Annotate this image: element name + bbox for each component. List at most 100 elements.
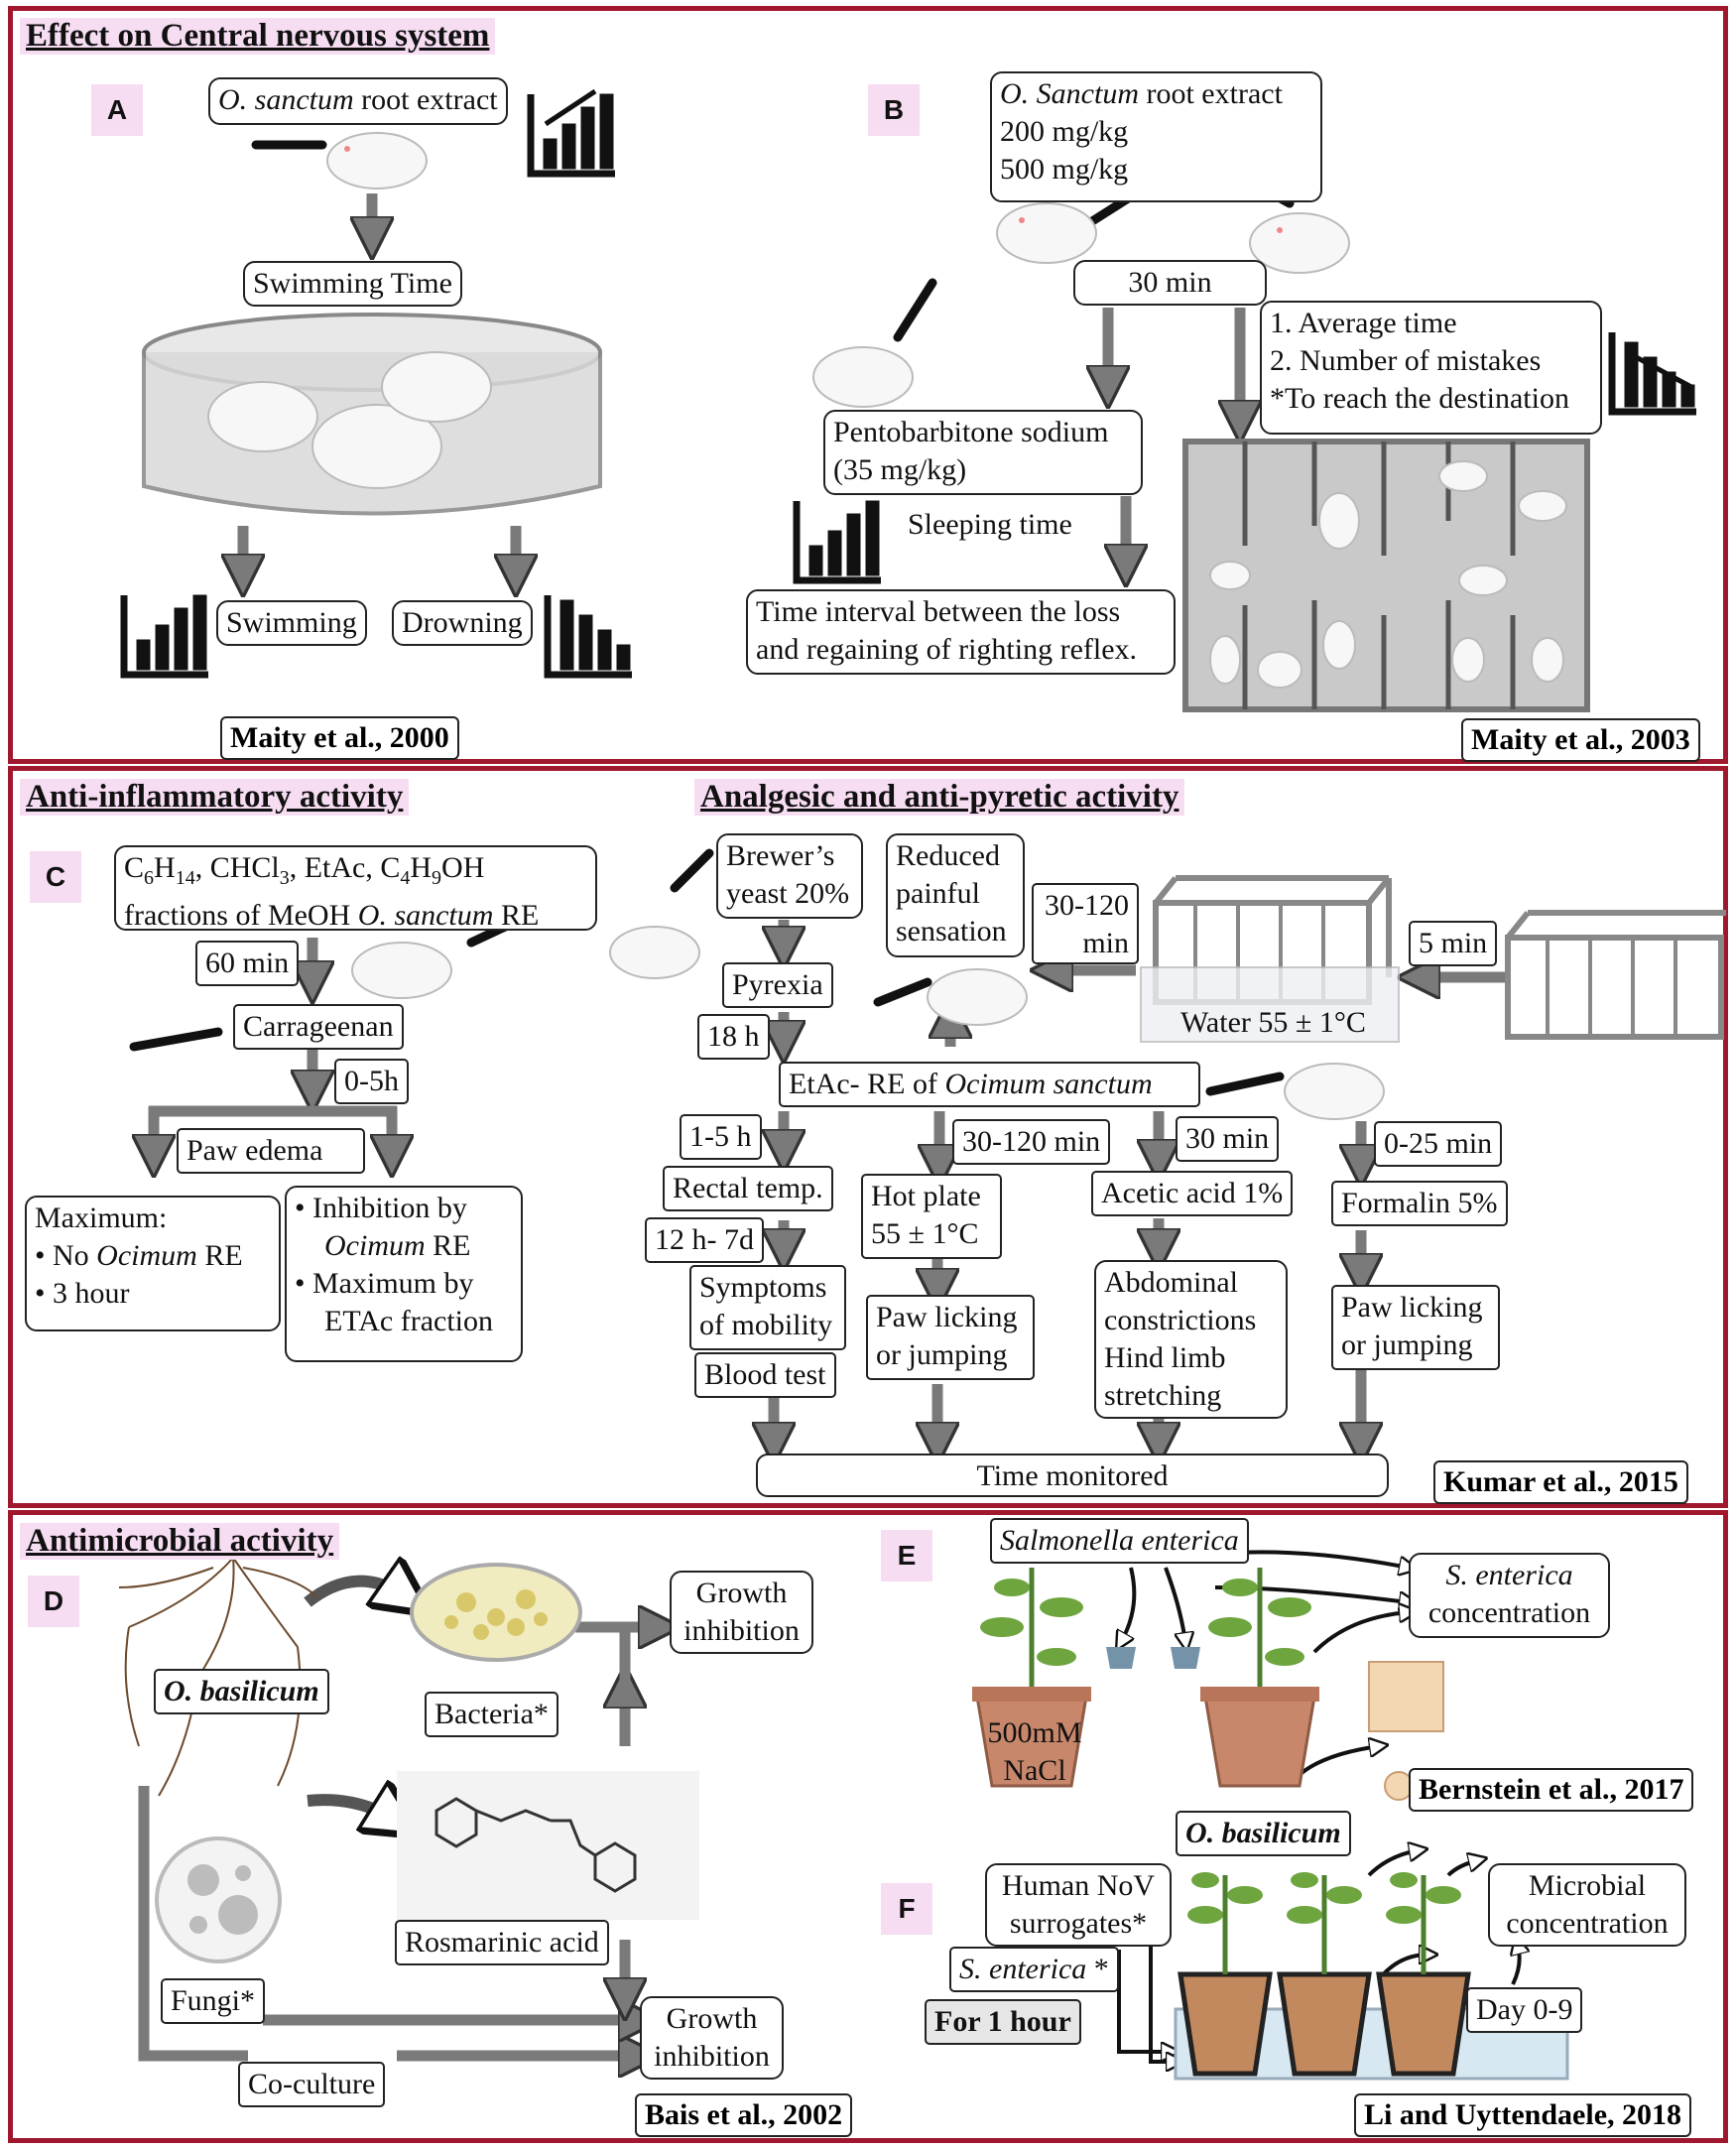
microbial-concentration-box: Microbial concentration <box>1488 1863 1686 1947</box>
inhibition-box: • Inhibition by Ocimum RE • Maximum by E… <box>285 1186 523 1362</box>
pentobarbitone-name: Pentobarbitone sodium <box>833 416 1109 448</box>
extract-box-a: O. sanctum root extract <box>208 77 508 125</box>
rectal-temp-box: Rectal temp. <box>663 1166 833 1211</box>
righting-reflex-box: Time interval between the loss and regai… <box>746 589 1176 675</box>
swimming-box: Swimming <box>216 600 367 646</box>
paw-licking-2-line2: or jumping <box>1341 1328 1473 1361</box>
criteria-average-time: 1. Average time <box>1270 307 1457 339</box>
reduced-line3: sensation <box>896 915 1007 948</box>
abdominal-line1: Abdominal <box>1104 1266 1238 1299</box>
maze-criteria-box: 1. Average time 2. Number of mistakes *T… <box>1260 301 1602 435</box>
panel-antimicrobial <box>8 1510 1728 2143</box>
inhibition-line2-post: RE <box>425 1229 471 1262</box>
time-5min: 5 min <box>1409 921 1498 966</box>
etac-species: Ocimum sanctum <box>944 1068 1153 1100</box>
reference-a: Maity et al., 2000 <box>220 716 459 760</box>
maximum-item1-pre: • No <box>35 1239 97 1272</box>
basilicum-label-d: O. basilicum <box>154 1669 329 1714</box>
drowning-box: Drowning <box>392 600 533 646</box>
enterica-concentration-label: concentration <box>1427 1596 1591 1629</box>
abdominal-line3: Hind limb <box>1104 1341 1226 1374</box>
maximum-item1-post: RE <box>196 1239 243 1272</box>
maximum-item2: • 3 hour <box>35 1277 130 1310</box>
microbial-line1: Microbial <box>1528 1869 1647 1902</box>
reference-f: Li and Uyttendaele, 2018 <box>1354 2093 1692 2137</box>
panel-label-e: E <box>881 1530 932 1581</box>
one-hour-box: For 1 hour <box>925 1999 1081 2045</box>
salmonella-box: Salmonella enterica <box>990 1518 1249 1564</box>
fractions-post: RE <box>493 899 540 932</box>
fungi-box: Fungi* <box>161 1978 266 2024</box>
reference-e: Bernstein et al., 2017 <box>1409 1768 1694 1812</box>
norovirus-line1: Human NoV <box>1001 1869 1156 1902</box>
sleeping-time-label: Sleeping time <box>908 508 1072 541</box>
inhibition-line1: • Inhibition by <box>295 1192 467 1224</box>
time-18h: 18 h <box>697 1014 770 1060</box>
symptoms-box: Symptoms of mobility <box>689 1265 846 1350</box>
pyrexia-box: Pyrexia <box>722 962 833 1008</box>
symptoms-line1: Symptoms <box>699 1271 827 1304</box>
reference-b: Maity et al., 2003 <box>1461 718 1700 762</box>
inhibition-line4: ETAc fraction <box>324 1305 494 1337</box>
time-30-120min: 30-120 min <box>952 1119 1111 1165</box>
norovirus-line2: surrogates* <box>1009 1907 1148 1940</box>
paw-licking-box-2: Paw licking or jumping <box>1331 1285 1500 1370</box>
time-30min-b: 30 min <box>1073 260 1267 306</box>
symptoms-line2: of mobility <box>699 1309 833 1341</box>
brewers-line1: Brewer’s <box>726 839 835 872</box>
bacteria-box: Bacteria* <box>425 1692 558 1737</box>
extract-species-b: O. Sanctum <box>1000 77 1139 110</box>
heading-cns: Effect on Central nervous system <box>20 18 496 55</box>
nacl-concentration: 500mM <box>987 1716 1082 1749</box>
reduced-line2: painful <box>896 877 980 910</box>
swimming-time-box: Swimming Time <box>243 261 462 307</box>
heading-analgesic: Analgesic and anti-pyretic activity <box>694 779 1185 816</box>
bar-chart-up-icon <box>527 88 615 178</box>
microbial-line2: concentration <box>1506 1907 1669 1940</box>
heading-anti-inflammatory: Anti-inflammatory activity <box>20 779 410 816</box>
paw-licking-2-line1: Paw licking <box>1341 1291 1483 1324</box>
growth-1-line2: inhibition <box>683 1614 800 1647</box>
enterica-concentration-box: S. enterica concentration <box>1409 1553 1610 1638</box>
mouse-icon <box>207 132 1567 1120</box>
carrageenan-box: Carrageenan <box>233 1004 404 1050</box>
criteria-destination: *To reach the destination <box>1270 382 1569 415</box>
maximum-box: Maximum: • No Ocimum RE • 3 hour <box>25 1196 281 1331</box>
extract-rest-b: root extract <box>1138 77 1283 110</box>
time-30min-c: 30 min <box>1176 1116 1280 1162</box>
panel-label-c: C <box>30 851 81 903</box>
senterica-species-f: S. enterica <box>959 1953 1087 1985</box>
acetic-acid-box: Acetic acid 1% <box>1091 1171 1294 1216</box>
brewers-line2: yeast 20% <box>726 877 850 910</box>
time-1-5h: 1-5 h <box>680 1114 762 1160</box>
mouse-eye-icon <box>344 146 1283 233</box>
growth-2-line2: inhibition <box>654 2040 770 2073</box>
panel-label-d: D <box>28 1576 79 1627</box>
enterica-concentration-species: S. enterica <box>1445 1559 1573 1591</box>
criteria-mistakes: 2. Number of mistakes <box>1270 344 1542 377</box>
norovirus-box: Human NoV surrogates* <box>985 1863 1172 1947</box>
rosmarinic-acid-box: Rosmarinic acid <box>395 1920 609 1965</box>
fractions-species: O. sanctum <box>357 899 494 932</box>
time-0-5h: 0-5h <box>334 1059 409 1104</box>
paw-edema-box: Paw edema <box>177 1128 365 1174</box>
growth-inhibition-box-1: Growth inhibition <box>670 1571 813 1654</box>
time-0-25min: 0-25 min <box>1374 1121 1503 1167</box>
panel-label-a: A <box>91 84 143 136</box>
righting-reflex-line2: and regaining of righting reflex. <box>756 633 1138 666</box>
reference-d: Bais et al., 2002 <box>635 2093 853 2137</box>
panel-label-f: F <box>881 1883 932 1935</box>
reduced-line1: Reduced <box>896 839 1000 872</box>
bar-chart-down-icon <box>544 595 632 679</box>
time-60min: 60 min <box>195 941 300 986</box>
panel-label-b: B <box>868 84 920 136</box>
etac-re-box: EtAc- RE of Ocimum sanctum <box>779 1062 1200 1107</box>
dose-200: 200 mg/kg <box>1000 115 1129 148</box>
brewers-yeast-box: Brewer’s yeast 20% <box>716 833 863 919</box>
formalin-box: Formalin 5% <box>1331 1181 1508 1226</box>
basilicum-label-e: O. basilicum <box>1176 1811 1351 1856</box>
etac-pre: EtAc- RE of <box>789 1068 945 1100</box>
paw-licking-1-line2: or jumping <box>876 1338 1008 1371</box>
time-monitored-box: Time monitored <box>756 1454 1389 1497</box>
maximum-item1-genus: Ocimum <box>96 1239 197 1272</box>
